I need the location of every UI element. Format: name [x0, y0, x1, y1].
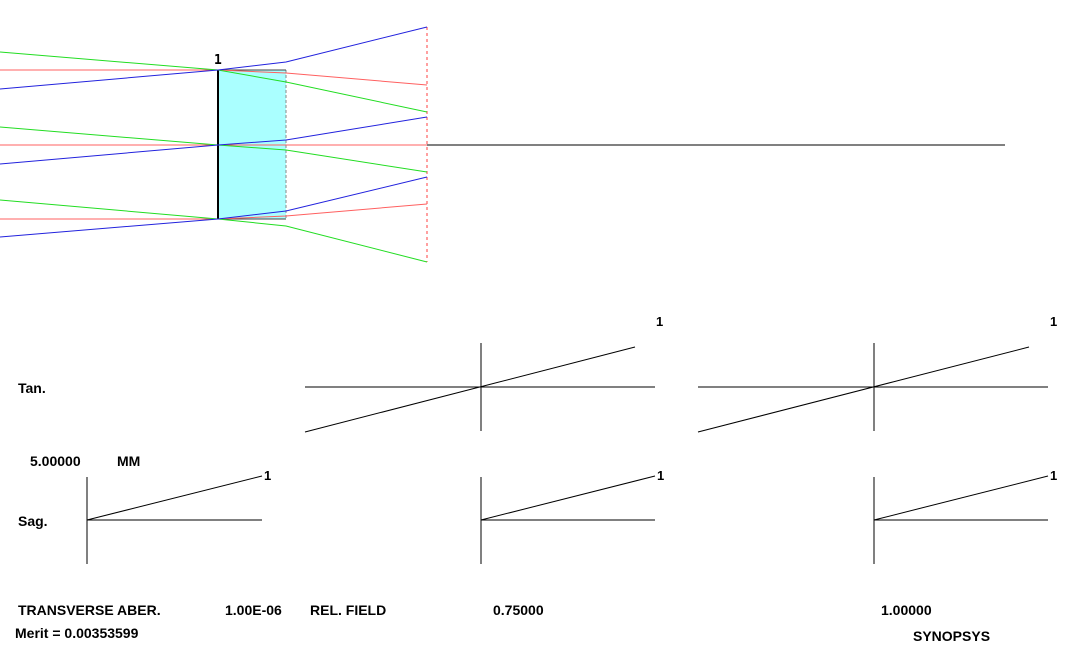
red-ray-top — [0, 69, 428, 86]
tan-curve-label-field-2: 1 — [656, 314, 664, 329]
brand-label: SYNOPSYS — [913, 628, 991, 644]
field-value-1: 0.75000 — [493, 602, 544, 618]
sag-plot-field-1 — [86, 475, 263, 564]
sag-plot-3-curve — [873, 475, 1049, 521]
blue-ray-center — [0, 116, 428, 165]
sag-plot-2-curve — [480, 475, 656, 521]
blue-ray-bundle — [0, 26, 428, 238]
red-ray-bottom — [0, 203, 428, 220]
green-ray-bottom — [0, 199, 428, 263]
blue-ray-bottom — [0, 176, 428, 238]
merit-value: Merit = 0.00353599 — [15, 625, 139, 641]
tan-label: Tan. — [18, 380, 46, 396]
rel-field-label: REL. FIELD — [310, 602, 387, 618]
tan-curve-label-field-3: 1 — [1050, 314, 1058, 329]
sag-plot-field-3 — [873, 475, 1049, 564]
green-ray-center — [0, 126, 428, 173]
transverse-aber-label: TRANSVERSE ABER. — [18, 602, 161, 618]
scale-value: 5.00000 — [30, 453, 81, 469]
tan-plot-field-2 — [304, 343, 655, 433]
tan-plot-2-curve — [304, 346, 636, 433]
green-ray-top — [0, 51, 428, 113]
sag-plot-1-curve — [86, 475, 263, 521]
surface-number-label: 1 — [214, 53, 222, 68]
sag-plot-field-2 — [480, 475, 656, 564]
green-ray-bundle — [0, 51, 428, 263]
wavelength-value: 1.00E-06 — [225, 602, 282, 618]
sag-curve-label-field-1: 1 — [264, 468, 272, 483]
sag-curve-label-field-2: 1 — [657, 468, 665, 483]
tan-plot-3-curve — [697, 346, 1030, 433]
tan-plot-field-3 — [697, 343, 1048, 433]
field-value-2: 1.00000 — [881, 602, 932, 618]
blue-ray-top — [0, 26, 428, 90]
sag-label: Sag. — [18, 513, 48, 529]
scale-unit: MM — [117, 453, 141, 469]
sag-curve-label-field-3: 1 — [1050, 468, 1058, 483]
